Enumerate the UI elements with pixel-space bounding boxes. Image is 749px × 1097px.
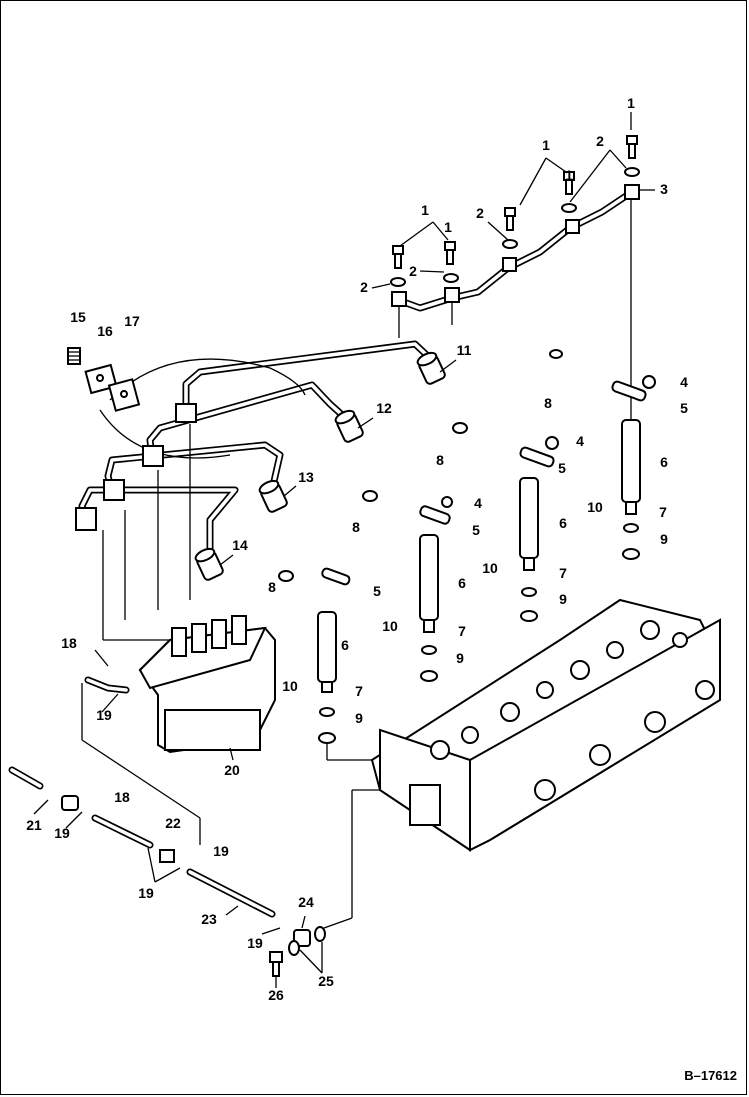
callout-6: 6 xyxy=(341,637,349,653)
callout-7: 7 xyxy=(355,683,363,699)
callout-17: 17 xyxy=(124,313,140,329)
callout-7: 7 xyxy=(458,623,466,639)
callout-5: 5 xyxy=(558,460,566,476)
callout-6: 6 xyxy=(559,515,567,531)
callout-2: 2 xyxy=(360,279,368,295)
injection-pipes xyxy=(75,340,436,562)
callout-2: 2 xyxy=(596,133,604,149)
callout-22: 22 xyxy=(165,815,181,831)
injector-clamps xyxy=(321,375,656,586)
callout-5: 5 xyxy=(680,400,688,416)
callout-8: 8 xyxy=(352,519,360,535)
callout-19: 19 xyxy=(247,935,263,951)
callout-11: 11 xyxy=(457,342,472,358)
callout-18: 18 xyxy=(114,789,130,805)
callout-8: 8 xyxy=(436,452,444,468)
injection-pump xyxy=(102,424,276,754)
callout-2: 2 xyxy=(409,263,417,279)
callout-13: 13 xyxy=(298,469,314,485)
callout-19: 19 xyxy=(96,707,112,723)
pipe-nuts xyxy=(194,351,446,581)
o-rings xyxy=(278,349,563,582)
callout-15: 15 xyxy=(70,309,86,325)
callout-1: 1 xyxy=(565,167,573,183)
callout-9: 9 xyxy=(660,531,668,547)
callout-19: 19 xyxy=(138,885,154,901)
callout-8: 8 xyxy=(544,395,552,411)
callout-21: 21 xyxy=(26,817,42,833)
callout-12: 12 xyxy=(376,400,392,416)
callout-19: 19 xyxy=(213,843,229,859)
callout-7: 7 xyxy=(559,565,567,581)
callout-labels: 1111122223444555566667777888899991010101… xyxy=(26,95,688,1003)
callout-6: 6 xyxy=(660,454,668,470)
callout-10: 10 xyxy=(482,560,498,576)
callout-1: 1 xyxy=(542,137,550,153)
callout-10: 10 xyxy=(382,618,398,634)
callout-5: 5 xyxy=(472,522,480,538)
callout-18: 18 xyxy=(61,635,77,651)
callout-14: 14 xyxy=(232,537,248,553)
callout-6: 6 xyxy=(458,575,466,591)
callout-25: 25 xyxy=(318,973,334,989)
banjo-bolts xyxy=(390,135,640,287)
callout-1: 1 xyxy=(421,202,429,218)
pipe-clamp xyxy=(67,347,141,412)
callout-2: 2 xyxy=(476,205,484,221)
fuel-lines xyxy=(8,676,380,977)
callout-10: 10 xyxy=(587,499,603,515)
callout-5: 5 xyxy=(373,583,381,599)
callout-9: 9 xyxy=(355,710,363,726)
callout-7: 7 xyxy=(659,504,667,520)
fuel-return-pipe xyxy=(391,184,640,338)
callout-10: 10 xyxy=(282,678,298,694)
callout-20: 20 xyxy=(224,762,240,778)
callout-19: 19 xyxy=(54,825,70,841)
callout-1: 1 xyxy=(627,95,635,111)
callout-8: 8 xyxy=(268,579,276,595)
callout-1: 1 xyxy=(444,219,452,235)
cylinder-head xyxy=(370,598,721,852)
figure-id: B–17612 xyxy=(684,1068,737,1083)
callout-4: 4 xyxy=(680,374,688,390)
callout-4: 4 xyxy=(576,433,584,449)
callout-26: 26 xyxy=(268,987,284,1003)
leader-lines xyxy=(33,112,655,988)
callout-3: 3 xyxy=(660,181,668,197)
callout-24: 24 xyxy=(298,894,314,910)
callout-4: 4 xyxy=(474,495,482,511)
callout-23: 23 xyxy=(201,911,217,927)
callout-16: 16 xyxy=(97,323,113,339)
callout-9: 9 xyxy=(559,591,567,607)
callout-9: 9 xyxy=(456,650,464,666)
